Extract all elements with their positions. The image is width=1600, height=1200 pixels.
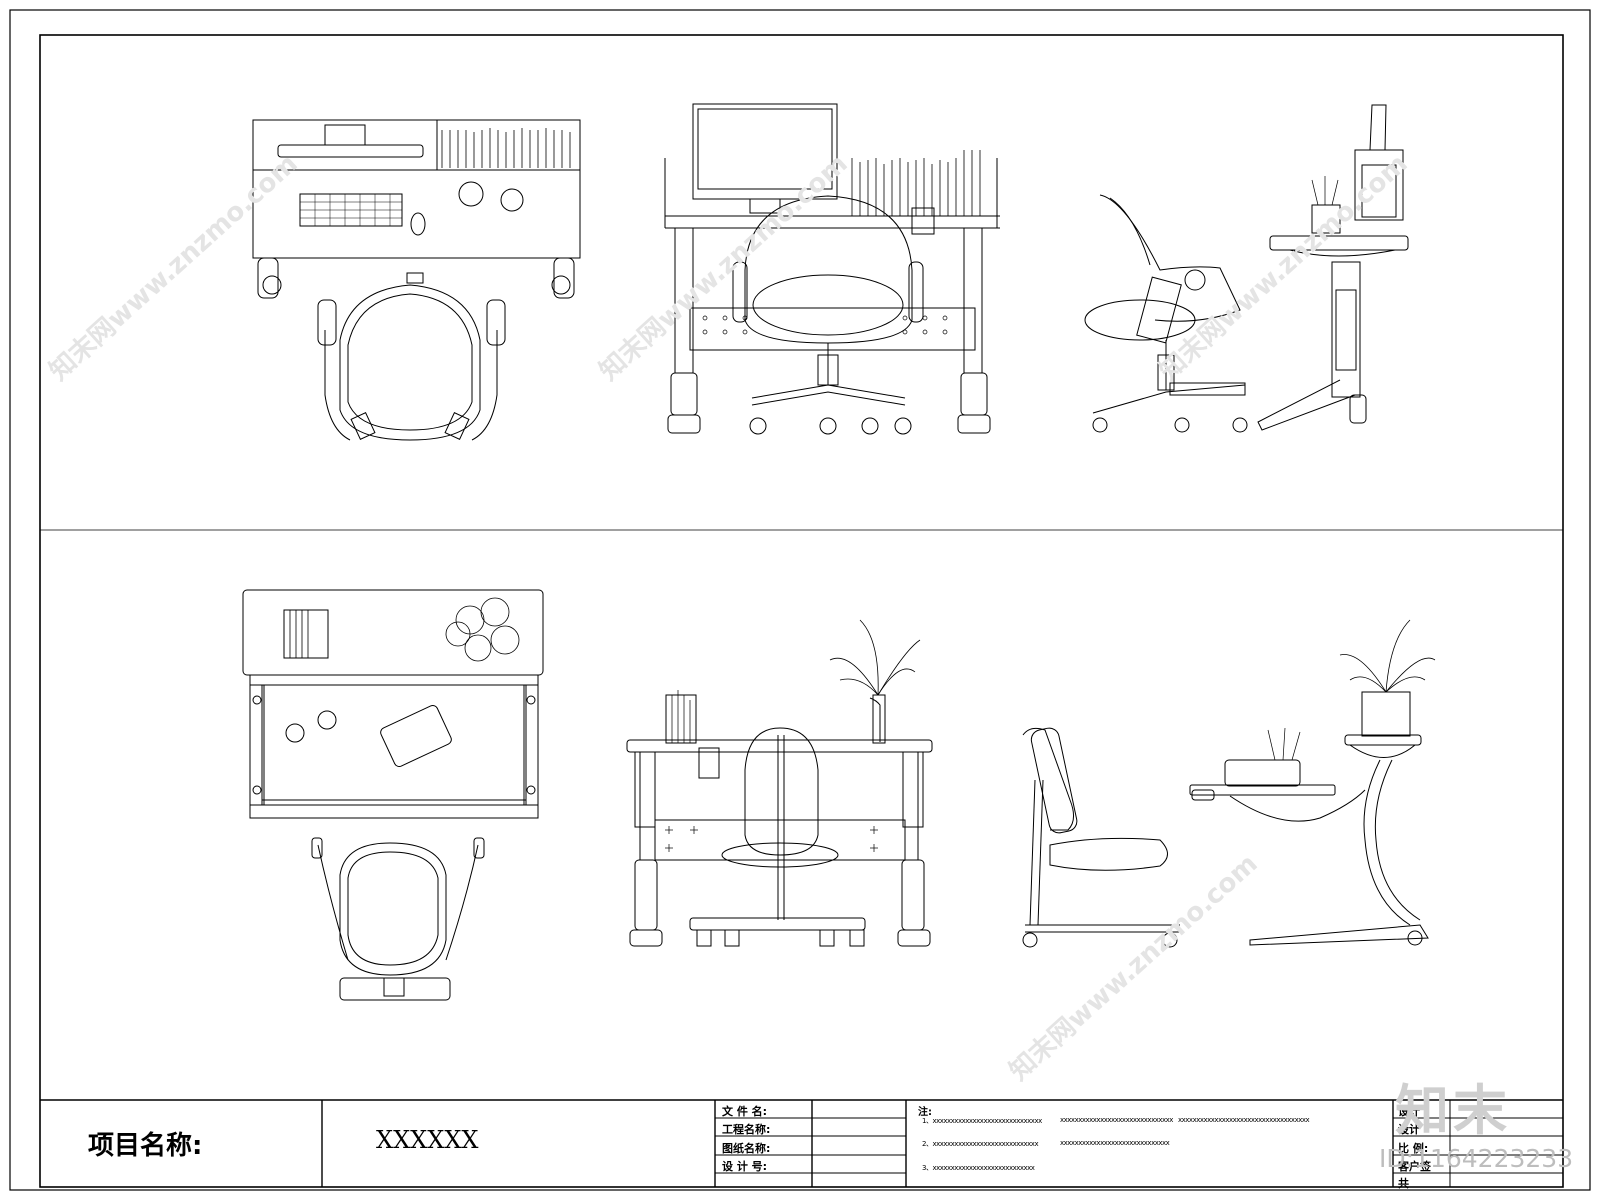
watermark-id: ID:1164223233: [1379, 1144, 1574, 1173]
notes-label: 注:: [918, 1107, 932, 1118]
field-design: 设计: [1398, 1123, 1420, 1136]
project-name-label: 项目名称:: [88, 1131, 203, 1161]
note-2a: 2、xxxxxxxxxxxxxxxxxxxxxxxxxxxxx: [922, 1140, 1039, 1148]
outer-border: [9, 9, 1591, 1191]
desk-set-2-top-view: [242, 589, 544, 1001]
note-1a: 1、xxxxxxxxxxxxxxxxxxxxxxxxxxxxxx: [922, 1117, 1042, 1125]
desk-set-1-top-view: [252, 119, 581, 441]
field-file-name: 文 件 名:: [722, 1105, 768, 1118]
field-drawing-name: 图纸名称:: [722, 1142, 771, 1155]
watermark-logo: 知末: [1395, 1079, 1511, 1142]
field-scale: 比 例:: [1398, 1142, 1429, 1155]
title-block-rows: [715, 1100, 1563, 1187]
note-2b: xxxxxxxxxxxxxxxxxxxxxxxxxxxxxx: [1060, 1139, 1170, 1147]
desk-set-1-side-view: [1084, 104, 1409, 433]
title-block-grid: [40, 1099, 1563, 1187]
field-design-number: 设 计 号:: [722, 1160, 768, 1173]
field-total: 共: [1398, 1177, 1409, 1190]
note-1c: xxxxxxxxxxxxxxxxxxxxxxxxxxxxxxxxxxxx: [1178, 1116, 1310, 1124]
note-1b: xxxxxxxxxxxxxxxxxxxxxxxxxxxxxxx: [1060, 1116, 1173, 1124]
field-designer: 设计: [1398, 1105, 1420, 1118]
project-name-value: XXXXXX: [376, 1126, 479, 1154]
desk-set-2-side-view: [1022, 619, 1436, 948]
desk-set-1-front-view: [664, 103, 1000, 435]
field-project-title: 工程名称:: [722, 1123, 771, 1136]
desk-set-2-front-view: [626, 619, 933, 947]
note-3: 3、xxxxxxxxxxxxxxxxxxxxxxxxxxxx: [922, 1164, 1035, 1172]
drawing-frame: [39, 34, 1564, 1188]
field-client-signature: 客户签: [1398, 1160, 1431, 1173]
